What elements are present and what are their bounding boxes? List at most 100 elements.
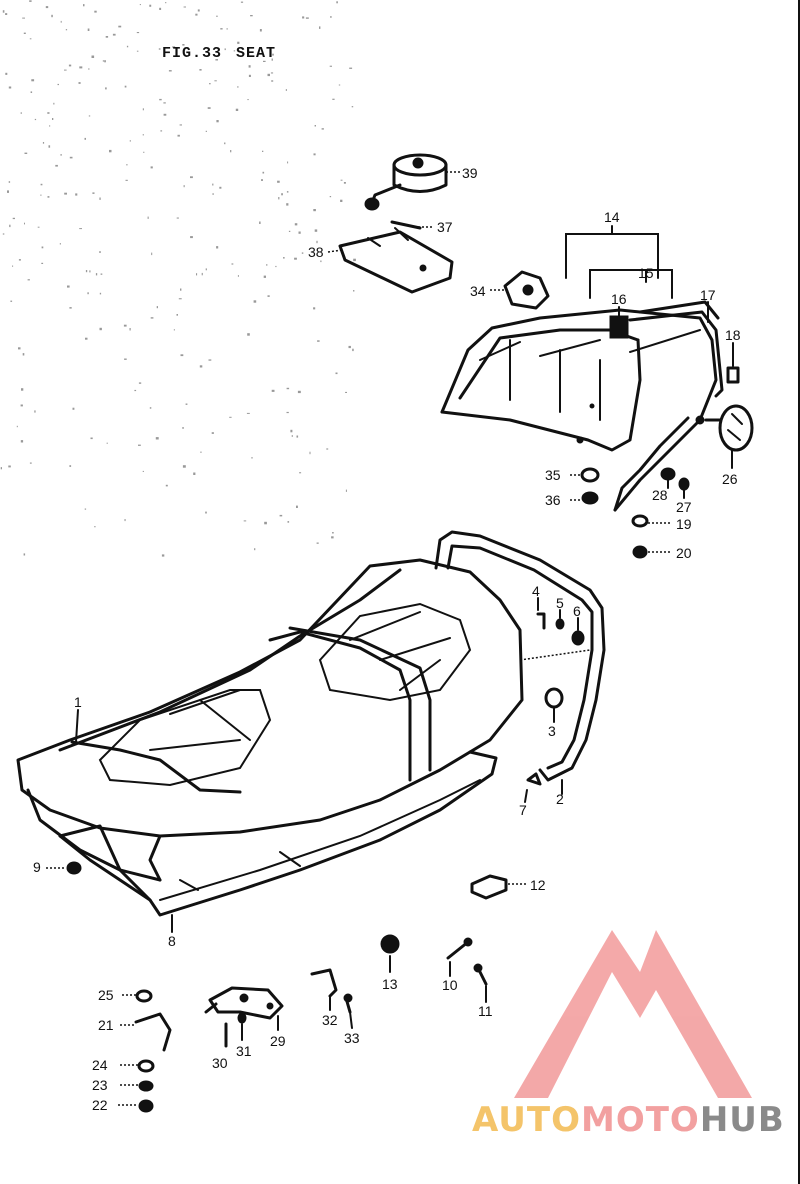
scan-speck [275, 265, 277, 268]
scan-speck [34, 410, 36, 413]
label-part-21: 21 [98, 1017, 114, 1033]
scan-speck [47, 112, 50, 114]
scan-speck [200, 451, 202, 453]
scan-speck [69, 307, 72, 309]
scan-speck [259, 221, 261, 224]
scan-speck [313, 153, 316, 156]
scan-speck [296, 435, 299, 438]
scan-speck [105, 87, 107, 90]
scan-speck [302, 16, 305, 19]
scan-speck [41, 262, 44, 264]
scan-speck [156, 306, 158, 309]
scan-speck [313, 209, 316, 212]
scan-speck [343, 182, 346, 184]
scan-speck [237, 275, 239, 277]
scan-speck [51, 14, 53, 18]
scan-speck [48, 145, 51, 148]
scan-speck [205, 268, 207, 271]
scan-speck [84, 137, 86, 140]
scan-speck [42, 142, 45, 144]
scan-speck [134, 389, 137, 392]
scan-speck [212, 193, 214, 195]
scan-speck [88, 68, 90, 70]
scan-speck [78, 82, 81, 84]
scan-speck [57, 83, 59, 86]
label-part-28: 28 [652, 487, 668, 503]
scan-speck [67, 285, 70, 288]
scan-speck [178, 298, 182, 300]
scan-speck [22, 17, 25, 19]
scan-speck [64, 69, 67, 71]
scan-speck [138, 444, 141, 446]
scan-speck [195, 13, 198, 16]
scan-speck [5, 13, 8, 15]
scan-speck [345, 391, 347, 393]
scan-speck [353, 258, 356, 262]
scan-speck [264, 521, 267, 525]
scan-speck [125, 179, 128, 181]
scan-speck [22, 353, 25, 356]
scan-speck [163, 113, 167, 116]
scan-speck [326, 448, 329, 450]
scan-speck [253, 300, 257, 303]
scan-speck [251, 457, 253, 459]
scan-speck [87, 292, 89, 295]
part-2-drawing [434, 530, 606, 782]
scan-speck [216, 120, 219, 123]
scan-speck [37, 226, 40, 228]
scan-speck [79, 228, 82, 230]
scan-speck [353, 290, 355, 292]
scan-speck [126, 164, 128, 166]
scan-speck [185, 403, 188, 405]
scan-speck [226, 28, 228, 30]
scan-speck [246, 412, 250, 414]
scan-speck [40, 194, 42, 196]
scan-speck [247, 333, 250, 336]
scan-speck [18, 347, 21, 350]
label-part-25: 25 [98, 987, 114, 1003]
scan-speck [263, 60, 266, 62]
scan-speck [219, 186, 222, 189]
scan-speck [112, 33, 116, 36]
scan-speck [179, 124, 182, 126]
scan-speck [20, 404, 23, 407]
scan-speck [8, 465, 11, 468]
label-part-3: 3 [548, 723, 556, 739]
scan-speck [190, 236, 193, 239]
scan-speck [177, 134, 180, 137]
scan-speck [161, 554, 165, 557]
scan-speck [34, 118, 37, 121]
scan-speck [279, 514, 283, 517]
scan-speck [240, 1, 244, 3]
scan-speck [298, 231, 301, 234]
scan-speck [29, 38, 32, 40]
scan-speck [193, 472, 196, 475]
scan-speck [277, 180, 280, 183]
scan-speck [176, 314, 178, 316]
scan-speck [294, 257, 297, 260]
scan-speck [88, 115, 91, 117]
scan-speck [199, 69, 202, 71]
scan-speck [270, 72, 274, 74]
label-part-7: 7 [519, 802, 527, 818]
scan-speck [182, 427, 184, 429]
scan-speck [297, 390, 301, 394]
label-part-2: 2 [556, 791, 564, 807]
scan-speck [231, 263, 234, 265]
scan-speck [94, 10, 97, 13]
seat-drawing [16, 558, 524, 882]
scan-speck [314, 125, 316, 127]
scan-speck [60, 154, 62, 156]
scan-speck [41, 246, 44, 249]
scan-speck [149, 4, 152, 7]
label-part-33: 33 [344, 1030, 360, 1046]
scan-speck [20, 440, 24, 443]
scan-speck [8, 86, 12, 89]
label-part-30: 30 [212, 1055, 228, 1071]
scan-speck [332, 532, 334, 534]
scan-speck [99, 292, 102, 295]
scan-speck [2, 10, 5, 13]
scan-speck [72, 407, 75, 410]
scan-speck [287, 521, 290, 523]
scan-noise [0, 0, 356, 557]
